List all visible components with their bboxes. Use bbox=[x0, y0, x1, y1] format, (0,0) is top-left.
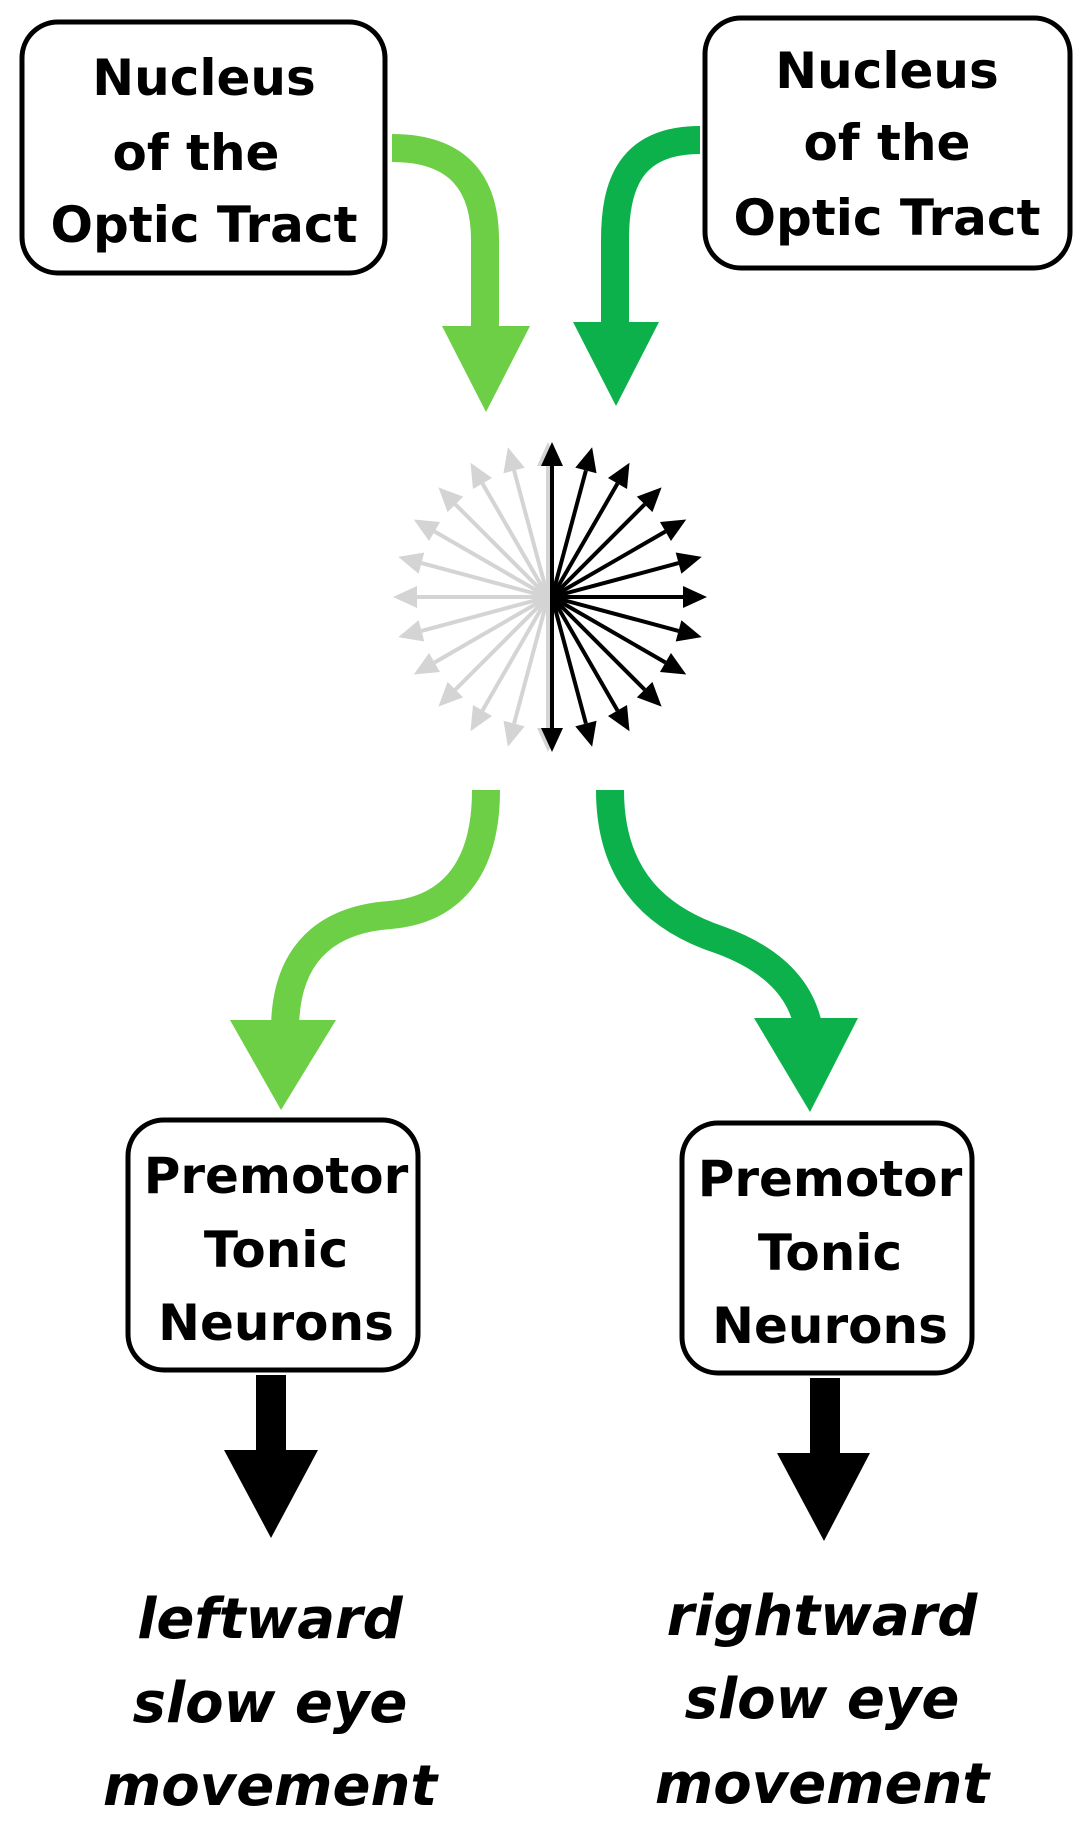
fan-arrow-shaft bbox=[550, 502, 647, 599]
fan-arrow-shaft bbox=[550, 469, 588, 598]
fan-arrow-shaft bbox=[420, 595, 549, 633]
ptn-right-output-arrow bbox=[777, 1378, 870, 1541]
fan-arrow-head bbox=[575, 447, 597, 474]
rightward-line-1: rightward bbox=[667, 1584, 979, 1649]
fan-arrow-head bbox=[470, 462, 493, 490]
fan-arrow-head bbox=[636, 487, 662, 513]
rightward-line-3: movement bbox=[655, 1752, 992, 1817]
fan-arrow-head bbox=[675, 552, 702, 574]
fan-arrow-shaft bbox=[551, 595, 667, 665]
fan-arrow-shaft bbox=[550, 596, 588, 725]
ptn-right-line-1: Premotor bbox=[698, 1150, 963, 1208]
center-to-ptn-right-arrow bbox=[596, 789, 858, 1112]
fan-arrow-head bbox=[413, 519, 441, 542]
fan-arrow-shaft bbox=[512, 469, 550, 598]
fan-arrow-head bbox=[438, 681, 464, 707]
fan-arrow-shaft bbox=[480, 482, 550, 598]
fan-arrow-shaft bbox=[550, 482, 620, 598]
fan-arrow-shaft bbox=[550, 596, 620, 712]
not-left-line-1: Nucleus bbox=[92, 49, 316, 107]
fan-arrow-shaft bbox=[453, 595, 550, 692]
center-to-ptn-left-arrow bbox=[230, 789, 500, 1110]
fan-arrow-head bbox=[503, 720, 525, 747]
fan-arrow-head bbox=[438, 487, 464, 513]
fan-arrow-head bbox=[636, 681, 662, 707]
ptn-left-line-2: Tonic bbox=[204, 1221, 348, 1279]
not-left-to-center-arrow bbox=[391, 134, 530, 412]
fan-arrow-shaft bbox=[453, 502, 550, 599]
not-right-node: Nucleus of the Optic Tract bbox=[702, 15, 1073, 271]
ptn-right-line-2: Tonic bbox=[758, 1224, 902, 1282]
ptn-left-node: Premotor Tonic Neurons bbox=[125, 1117, 421, 1373]
leftward-output-label: leftward slow eye movement bbox=[103, 1587, 440, 1819]
not-right-line-1: Nucleus bbox=[775, 42, 999, 100]
fan-arrow-head bbox=[675, 620, 702, 642]
fan-arrow-shaft bbox=[433, 529, 549, 599]
rightward-output-label: rightward slow eye movement bbox=[655, 1584, 992, 1817]
leftward-line-2: slow eye bbox=[133, 1671, 408, 1736]
fan-arrow-head bbox=[541, 728, 563, 752]
fan-arrow-head bbox=[413, 652, 441, 675]
not-left-node: Nucleus of the Optic Tract bbox=[19, 19, 388, 276]
fan-arrow-shaft bbox=[512, 596, 550, 725]
fan-arrow-head bbox=[398, 552, 425, 574]
fan-arrow-head bbox=[470, 704, 493, 732]
fan-arrow-head bbox=[607, 704, 630, 732]
fan-arrow-shaft bbox=[480, 596, 550, 712]
fan-arrow-shaft bbox=[420, 561, 549, 599]
fan-arrow-head bbox=[659, 652, 687, 675]
ptn-left-output-arrow bbox=[224, 1375, 318, 1538]
fan-arrow-head bbox=[683, 586, 707, 608]
not-right-to-center-arrow bbox=[573, 126, 701, 406]
leftward-line-1: leftward bbox=[137, 1587, 403, 1652]
ptn-right-node: Premotor Tonic Neurons bbox=[679, 1120, 975, 1376]
fan-arrow-head bbox=[503, 447, 525, 474]
ptn-left-line-1: Premotor bbox=[144, 1147, 409, 1205]
fan-arrow-head bbox=[575, 720, 597, 747]
not-left-line-2: of the bbox=[113, 124, 280, 182]
rightward-direction-fan bbox=[541, 442, 707, 752]
fan-arrow-shaft bbox=[550, 595, 647, 692]
fan-arrow-shaft bbox=[551, 595, 680, 633]
fan-arrow-head bbox=[541, 442, 563, 466]
fan-arrow-shaft bbox=[433, 595, 549, 665]
fan-arrow-shaft bbox=[551, 561, 680, 599]
leftward-direction-fan bbox=[393, 442, 559, 752]
fan-arrow-head bbox=[607, 462, 630, 490]
not-left-line-3: Optic Tract bbox=[51, 196, 358, 254]
ptn-right-line-3: Neurons bbox=[712, 1297, 948, 1355]
fan-arrow-head bbox=[398, 620, 425, 642]
rightward-line-2: slow eye bbox=[685, 1667, 960, 1732]
not-right-line-2: of the bbox=[804, 114, 971, 172]
not-right-line-3: Optic Tract bbox=[734, 189, 1041, 247]
fan-arrow-head bbox=[393, 586, 417, 608]
fan-arrow-head bbox=[659, 519, 687, 542]
ptn-left-line-3: Neurons bbox=[158, 1294, 394, 1352]
fan-arrow-shaft bbox=[551, 529, 667, 599]
leftward-line-3: movement bbox=[103, 1754, 440, 1819]
